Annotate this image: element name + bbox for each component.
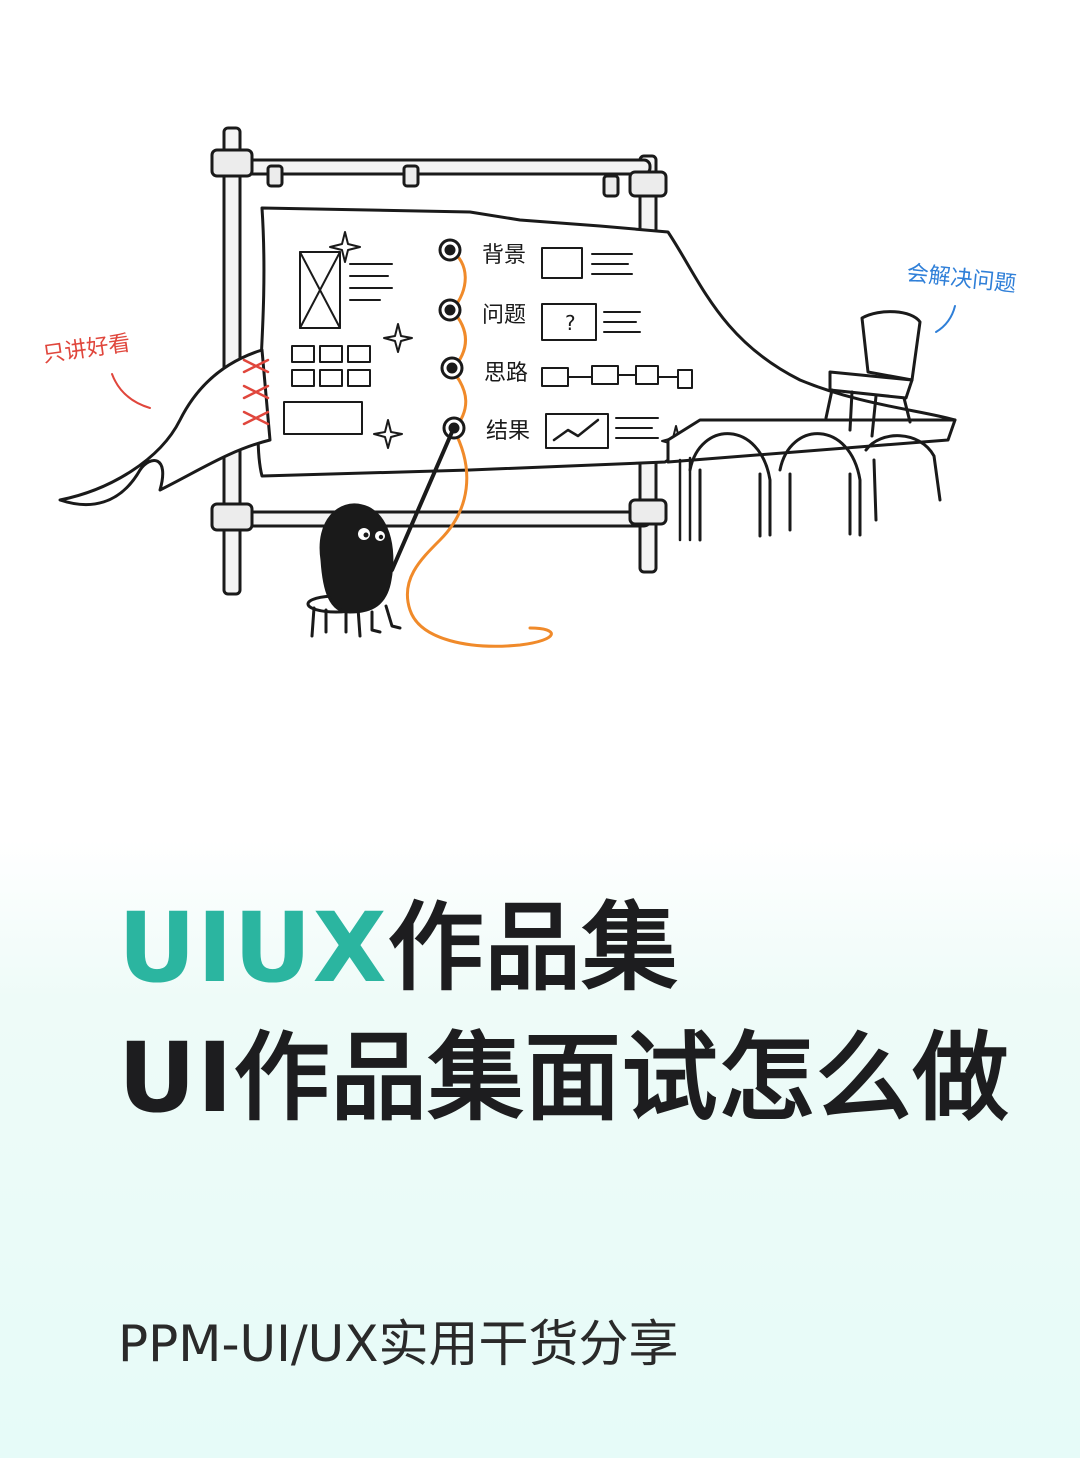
- orange-thread: [405, 248, 553, 648]
- step-label-problem: 问题: [482, 303, 526, 328]
- arched-table: [666, 418, 957, 542]
- step-label-approach: 思路: [484, 361, 528, 386]
- note-left-pointer: [111, 373, 151, 409]
- note-solves-problem: 会解决问题: [905, 261, 1017, 297]
- note-only-looks: 只讲好看: [41, 331, 132, 368]
- question-mark: ?: [565, 311, 576, 335]
- torn-cloth: [58, 348, 272, 507]
- red-stitches: [242, 358, 270, 426]
- chair: [824, 310, 922, 438]
- title-line-2: UI作品集面试怎么做: [118, 1022, 1010, 1134]
- step-eyelets: [438, 238, 466, 440]
- note-right-pointer: [935, 305, 956, 333]
- title-line-1: UIUX作品集: [118, 900, 679, 996]
- title-accent: UIUX: [118, 892, 388, 1004]
- banner-left-content: [283, 231, 413, 449]
- sewing-needle: [390, 430, 454, 572]
- step-label-result: 结果: [486, 419, 530, 444]
- hero-illustration: ? 背景 问题 思路 结果: [0, 0, 1080, 720]
- title-rest: 作品集: [387, 892, 679, 1004]
- creature: [319, 503, 402, 634]
- subtitle: PPM-UI/UX实用干货分享: [118, 1315, 679, 1373]
- step-label-background: 背景: [482, 243, 526, 268]
